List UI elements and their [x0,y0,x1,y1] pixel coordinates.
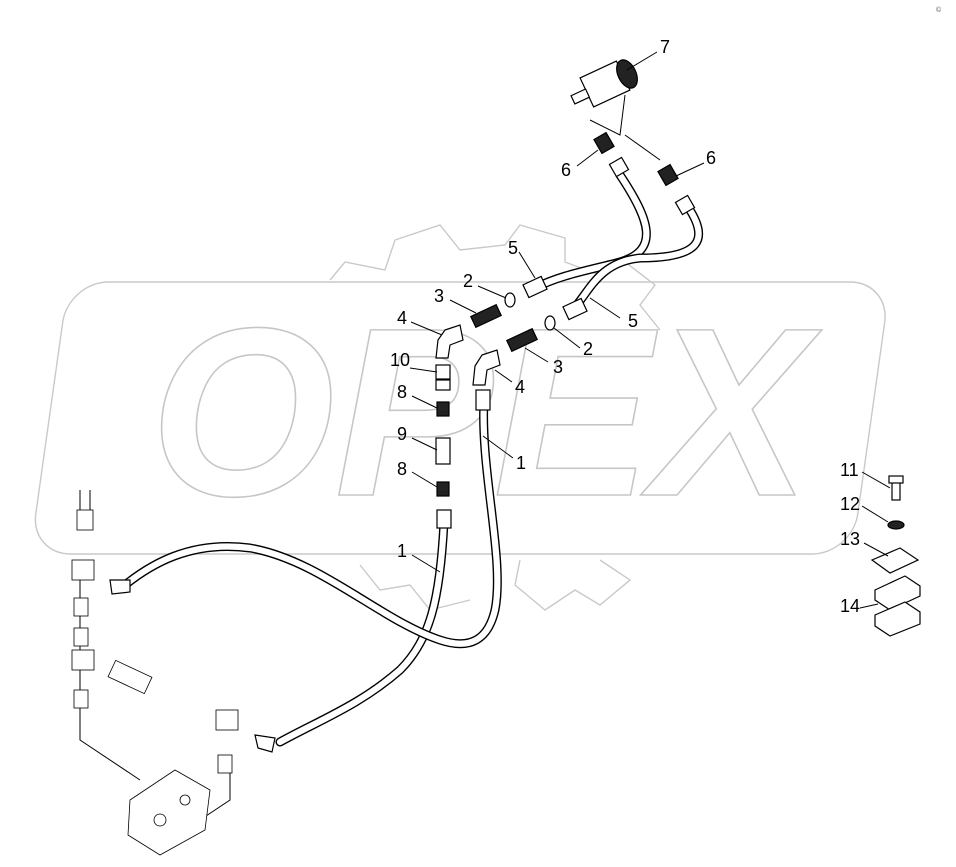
filter-bracket-line [589,94,661,161]
callout-8-lower: 8 [397,459,407,479]
hose-1-right-nut [475,389,491,411]
ghost-fitting-e [217,754,233,774]
adapter-3-lower [505,327,539,353]
callout-3-upper: 3 [434,286,444,306]
ghost-valve-block [127,769,211,856]
fitting-8-upper [436,401,450,417]
filter-7 [570,59,661,161]
elbow-4-right [472,349,501,386]
washer-2-lower [544,315,556,331]
callout-3-lower: 3 [553,357,563,377]
fitting-6-left [593,131,615,155]
callout-4-left: 4 [397,308,407,328]
callout-4-right: 4 [515,377,525,397]
hose-1-left-end-elbow [254,734,276,753]
clamp-14-upper [874,575,921,611]
fitting-6-right-nut [674,194,696,216]
hose-1-left-nut [436,509,452,529]
callout-2-lower: 2 [583,339,593,359]
callout-12: 12 [840,494,860,514]
callout-8-upper: 8 [397,382,407,402]
callout-6-right: 6 [706,148,716,168]
callout-1-left: 1 [397,541,407,561]
callout-6-left: 6 [561,160,571,180]
ghost-fitting-d [73,689,89,709]
callout-13: 13 [840,529,860,549]
ghost-tee-c [215,709,239,731]
ghost-fitting-c [73,627,89,647]
hose-5-lower-nut [562,297,588,321]
adapter-3-upper [469,303,503,329]
washer-12 [887,520,905,530]
clamp-assembly [870,475,921,637]
fittings-6 [593,131,696,216]
callout-11: 11 [840,460,859,480]
ghost-pipe-stub [107,659,153,695]
clamp-14-lower [874,601,921,637]
elbow-4-left [435,324,464,359]
corner-mark: © [936,6,942,14]
fitting-6-right [657,163,679,187]
hose-5-upper-nut [522,275,548,299]
ghost-tee-b [71,649,95,671]
hose-1-right-end-elbow [109,579,131,595]
ghost-tee-a [71,559,95,581]
center-fittings [435,275,588,529]
ghost-fitting-a [76,509,94,531]
watermark: OPEX [34,224,886,611]
ghost-pipe-left [79,490,231,821]
nut-10-b [435,379,451,391]
callout-2-upper: 2 [463,271,473,291]
callout-7: 7 [660,37,670,57]
nut-10 [435,364,451,380]
callouts: 7 6 6 5 5 2 2 3 3 4 4 10 8 8 9 1 1 11 12… [390,37,860,616]
callout-5-lower: 5 [628,311,638,331]
fitting-8-lower [436,481,450,497]
plate-13 [870,547,920,574]
filter-port [570,88,591,105]
bolt-11-head [888,475,904,484]
ghost-fitting-b [73,597,89,617]
leader-lines [409,51,891,609]
callout-5-upper: 5 [508,238,518,258]
callout-14: 14 [840,596,860,616]
washer-2-upper [504,292,516,308]
hoses [120,170,703,747]
watermark-gear-outline [329,224,661,611]
callout-9: 9 [397,424,407,444]
callout-10: 10 [390,350,410,370]
callout-1-right: 1 [516,453,526,473]
coupler-9 [435,437,451,465]
existing-components-left [71,490,276,856]
fitting-6-left-nut [608,156,630,178]
